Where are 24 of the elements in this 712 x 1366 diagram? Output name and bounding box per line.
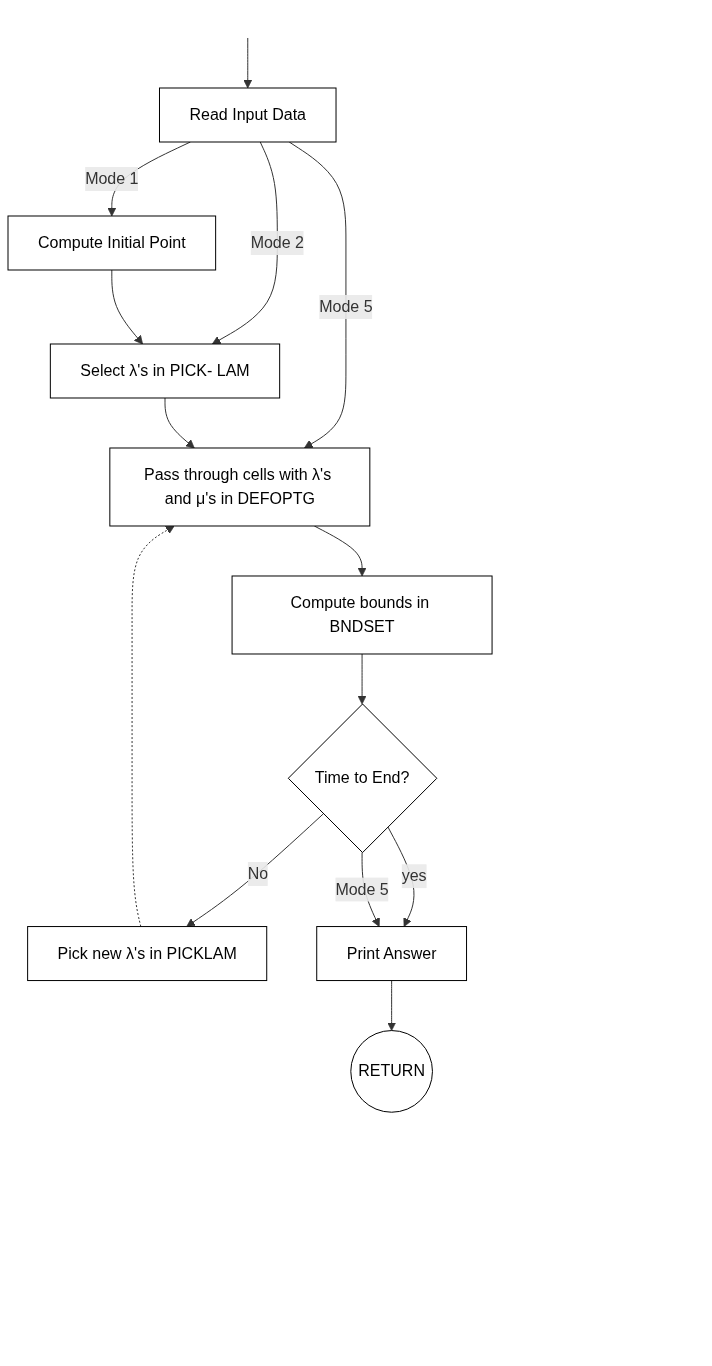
edge-label: yes (401, 867, 427, 885)
node-diamond: Time to End? (287, 703, 438, 854)
arrow (111, 269, 143, 345)
node-box: Read Input Data (159, 87, 337, 143)
edge-label: Mode 1 (85, 170, 139, 187)
edge-label: Mode 2 (250, 234, 305, 251)
node-box: Pass through cells with λ's and μ's in DEFOPTG (109, 447, 371, 527)
node-box: Compute Initial Point (7, 215, 217, 271)
arrow (243, 37, 253, 89)
node-box: Select λ's in PICK- LAM (49, 343, 281, 399)
arrow (357, 653, 367, 705)
node-box: Print Answer (316, 926, 468, 982)
edge-label: No (247, 864, 269, 882)
node-box: Compute bounds in BNDSET (231, 575, 493, 655)
arrow (164, 397, 195, 449)
arrow (212, 141, 278, 345)
arrow (313, 525, 367, 577)
edge-label: Mode 5 (319, 298, 373, 315)
arrow (387, 980, 397, 1031)
node-circle: RETURN (350, 1030, 433, 1113)
arrow (131, 525, 175, 928)
edge-label: Mode 5 (335, 880, 389, 898)
arrow (186, 813, 324, 927)
node-box: Pick new λ's in PICKLAM (27, 926, 268, 982)
